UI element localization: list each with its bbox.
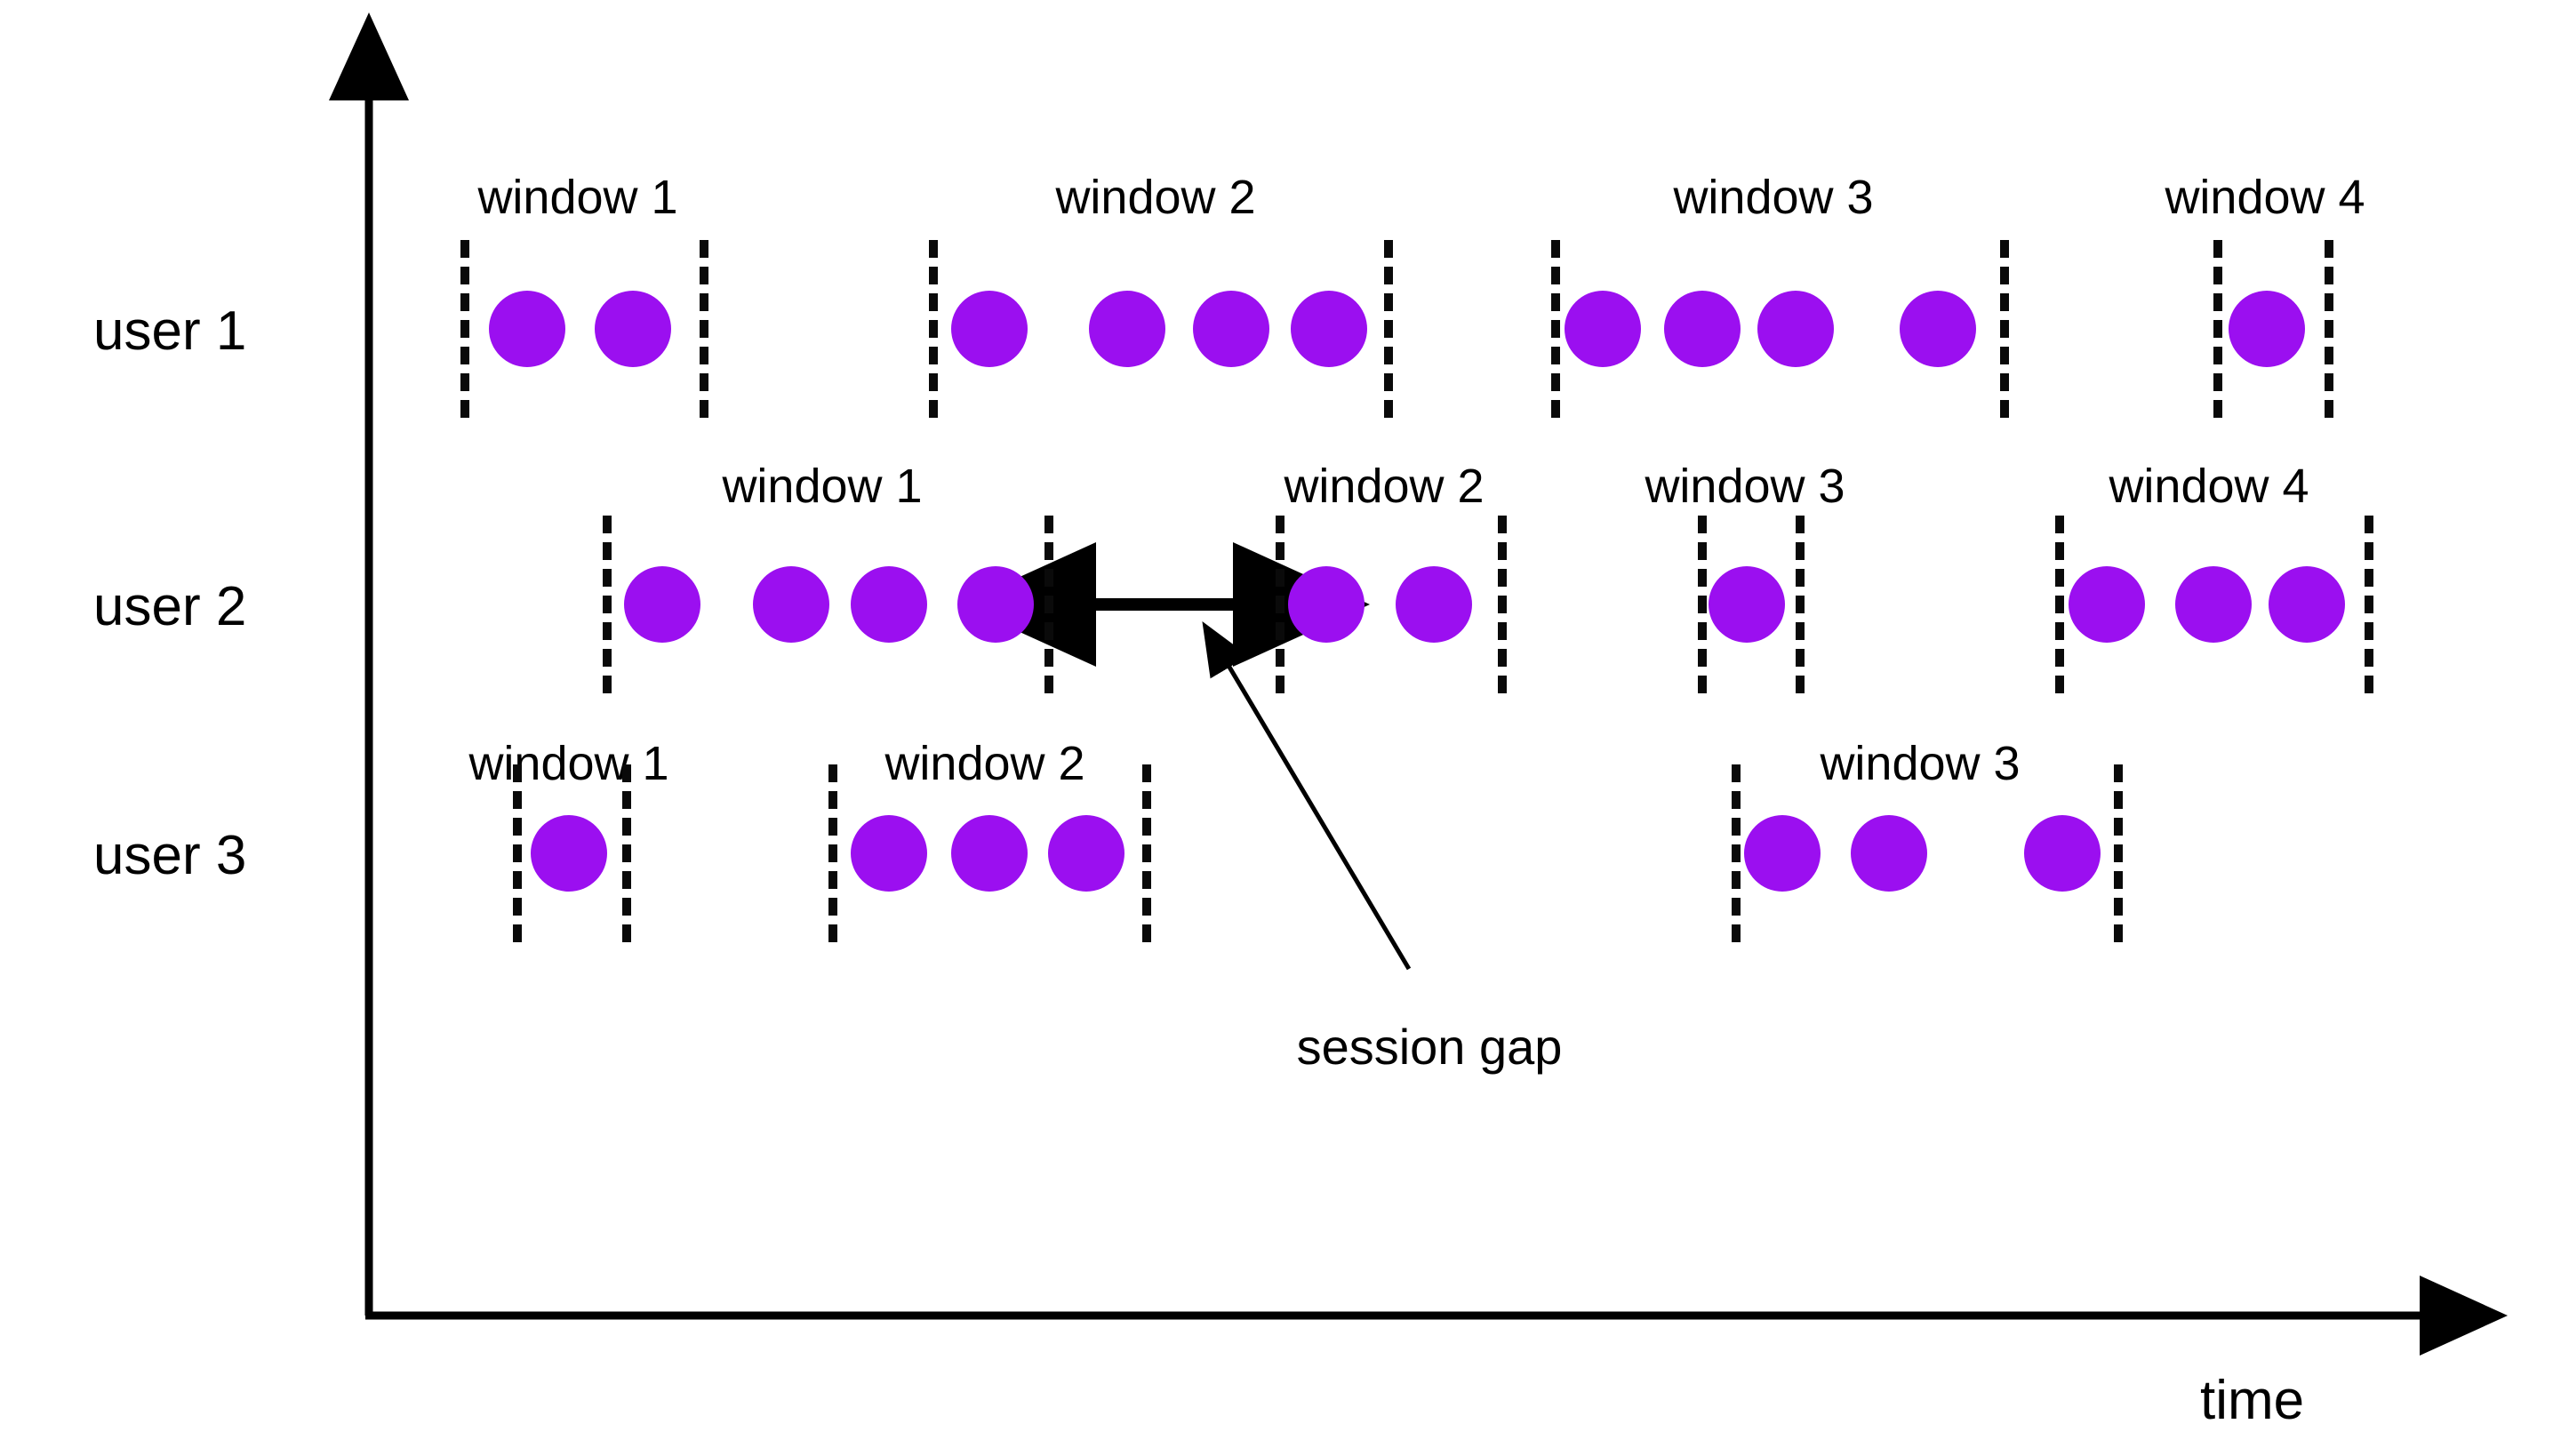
event-dot [531, 815, 607, 892]
event-dot [2269, 566, 2345, 643]
time-axis-label: time [2200, 1370, 2305, 1431]
window-boundary-end [1498, 516, 1507, 693]
event-dot [1288, 566, 1365, 643]
window-boundary-end [2000, 240, 2009, 418]
window-boundary-start [828, 764, 837, 942]
event-dot [1291, 291, 1367, 367]
event-dot [1193, 291, 1269, 367]
event-dot [1709, 566, 1785, 643]
event-dot [1900, 291, 1976, 367]
window-label: window 2 [1055, 171, 1256, 224]
window-boundary-start [460, 240, 469, 418]
window-boundary-start [929, 240, 938, 418]
window-boundary-start [513, 764, 522, 942]
event-dot [1851, 815, 1927, 892]
window-boundary-start [1698, 516, 1707, 693]
session-gap-label: session gap [1296, 1019, 1563, 1075]
event-dot [489, 291, 565, 367]
window-label: window 2 [884, 737, 1085, 790]
row-label-user-2: user 2 [93, 576, 247, 637]
window-boundary-end [2325, 240, 2333, 418]
window-label: window 1 [477, 171, 678, 224]
window-label: window 1 [468, 737, 669, 790]
window-boundary-start [2055, 516, 2064, 693]
window-boundary-start [1732, 764, 1741, 942]
window-label: window 3 [1820, 737, 2021, 790]
event-dot [595, 291, 671, 367]
window-boundary-end [1384, 240, 1393, 418]
row-label-user-1: user 1 [93, 300, 247, 362]
window-label: window 3 [1645, 460, 1845, 513]
session-gap-leader-line [1202, 621, 1412, 971]
event-dot [851, 815, 927, 892]
event-dot [753, 566, 829, 643]
event-dot [851, 566, 927, 643]
window-boundary-end [622, 764, 631, 942]
event-dot [957, 566, 1034, 643]
window-boundary-start [1551, 240, 1560, 418]
window-label: window 2 [1284, 460, 1485, 513]
event-dot [1744, 815, 1821, 892]
event-dot [2069, 566, 2145, 643]
window-boundary-end [1044, 516, 1053, 693]
window-boundary-end [1142, 764, 1151, 942]
window-boundary-start [1276, 516, 1284, 693]
window-boundary-start [2213, 240, 2222, 418]
window-boundary-end [1796, 516, 1805, 693]
event-dot [624, 566, 700, 643]
window-boundary-start [603, 516, 612, 693]
event-dot [2175, 566, 2252, 643]
row-label-user-3: user 3 [93, 825, 247, 886]
event-dot [951, 815, 1028, 892]
window-label: window 4 [2109, 460, 2309, 513]
window-boundary-end [700, 240, 708, 418]
window-label: window 1 [722, 460, 923, 513]
event-dot [2229, 291, 2305, 367]
window-label: window 3 [1673, 171, 1874, 224]
event-dot [1048, 815, 1124, 892]
window-boundary-end [2114, 764, 2123, 942]
event-dot [2024, 815, 2101, 892]
event-dot [1757, 291, 1834, 367]
event-dot [1565, 291, 1641, 367]
event-dot [1664, 291, 1741, 367]
event-dot [1089, 291, 1165, 367]
window-boundary-end [2365, 516, 2373, 693]
window-label: window 4 [2165, 171, 2365, 224]
event-dot [1396, 566, 1472, 643]
event-dot [951, 291, 1028, 367]
